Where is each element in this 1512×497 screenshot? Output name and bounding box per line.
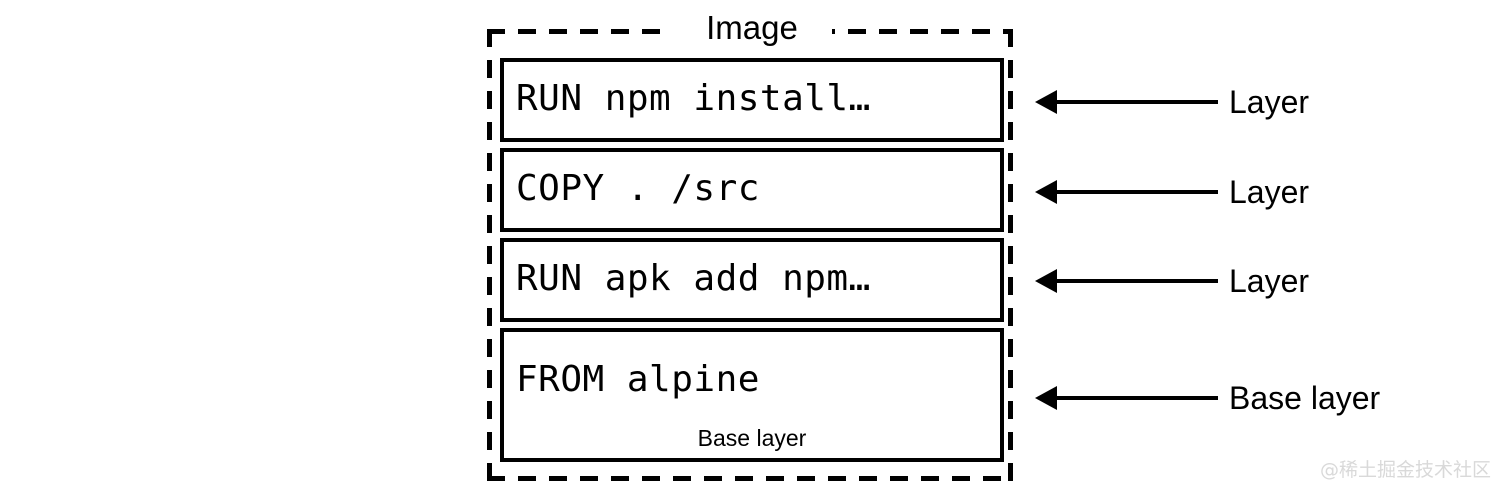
annotation-label-4: Base layer [1229,380,1381,416]
image-boundary-left-edge [487,29,492,481]
arrow-left-icon [1035,386,1057,410]
layer-box-3: RUN apk add npm… [500,238,1004,322]
layer-box-4-base: FROM alpine Base layer [500,328,1004,462]
layer-box-2: COPY . /src [500,148,1004,232]
annotation-label-2: Layer [1229,174,1310,210]
watermark: @稀土掘金技术社区 [1320,459,1492,481]
arrow-left-icon [1035,180,1057,204]
image-title: Image [672,8,832,48]
arrow-line [1053,190,1218,194]
layer-command-3: RUN apk add npm… [516,258,871,299]
image-boundary [487,29,1013,481]
annotation-label-1: Layer [1229,84,1310,120]
image-boundary-top-right-edge [817,29,1013,34]
layer-command-1: RUN npm install… [516,78,871,119]
layer-box-1: RUN npm install… [500,58,1004,142]
arrow-left-icon [1035,269,1057,293]
layer-command-4: FROM alpine [516,359,760,400]
arrow-left-icon [1035,90,1057,114]
arrow-line [1053,396,1218,400]
annotation-label-3: Layer [1229,263,1310,299]
arrow-line [1053,100,1218,104]
image-boundary-right-edge [1008,29,1013,481]
image-boundary-bottom-edge [487,476,1013,481]
arrow-line [1053,279,1218,283]
base-layer-sublabel: Base layer [697,425,807,451]
layer-command-2: COPY . /src [516,168,760,209]
image-boundary-top-left-edge [487,29,677,34]
